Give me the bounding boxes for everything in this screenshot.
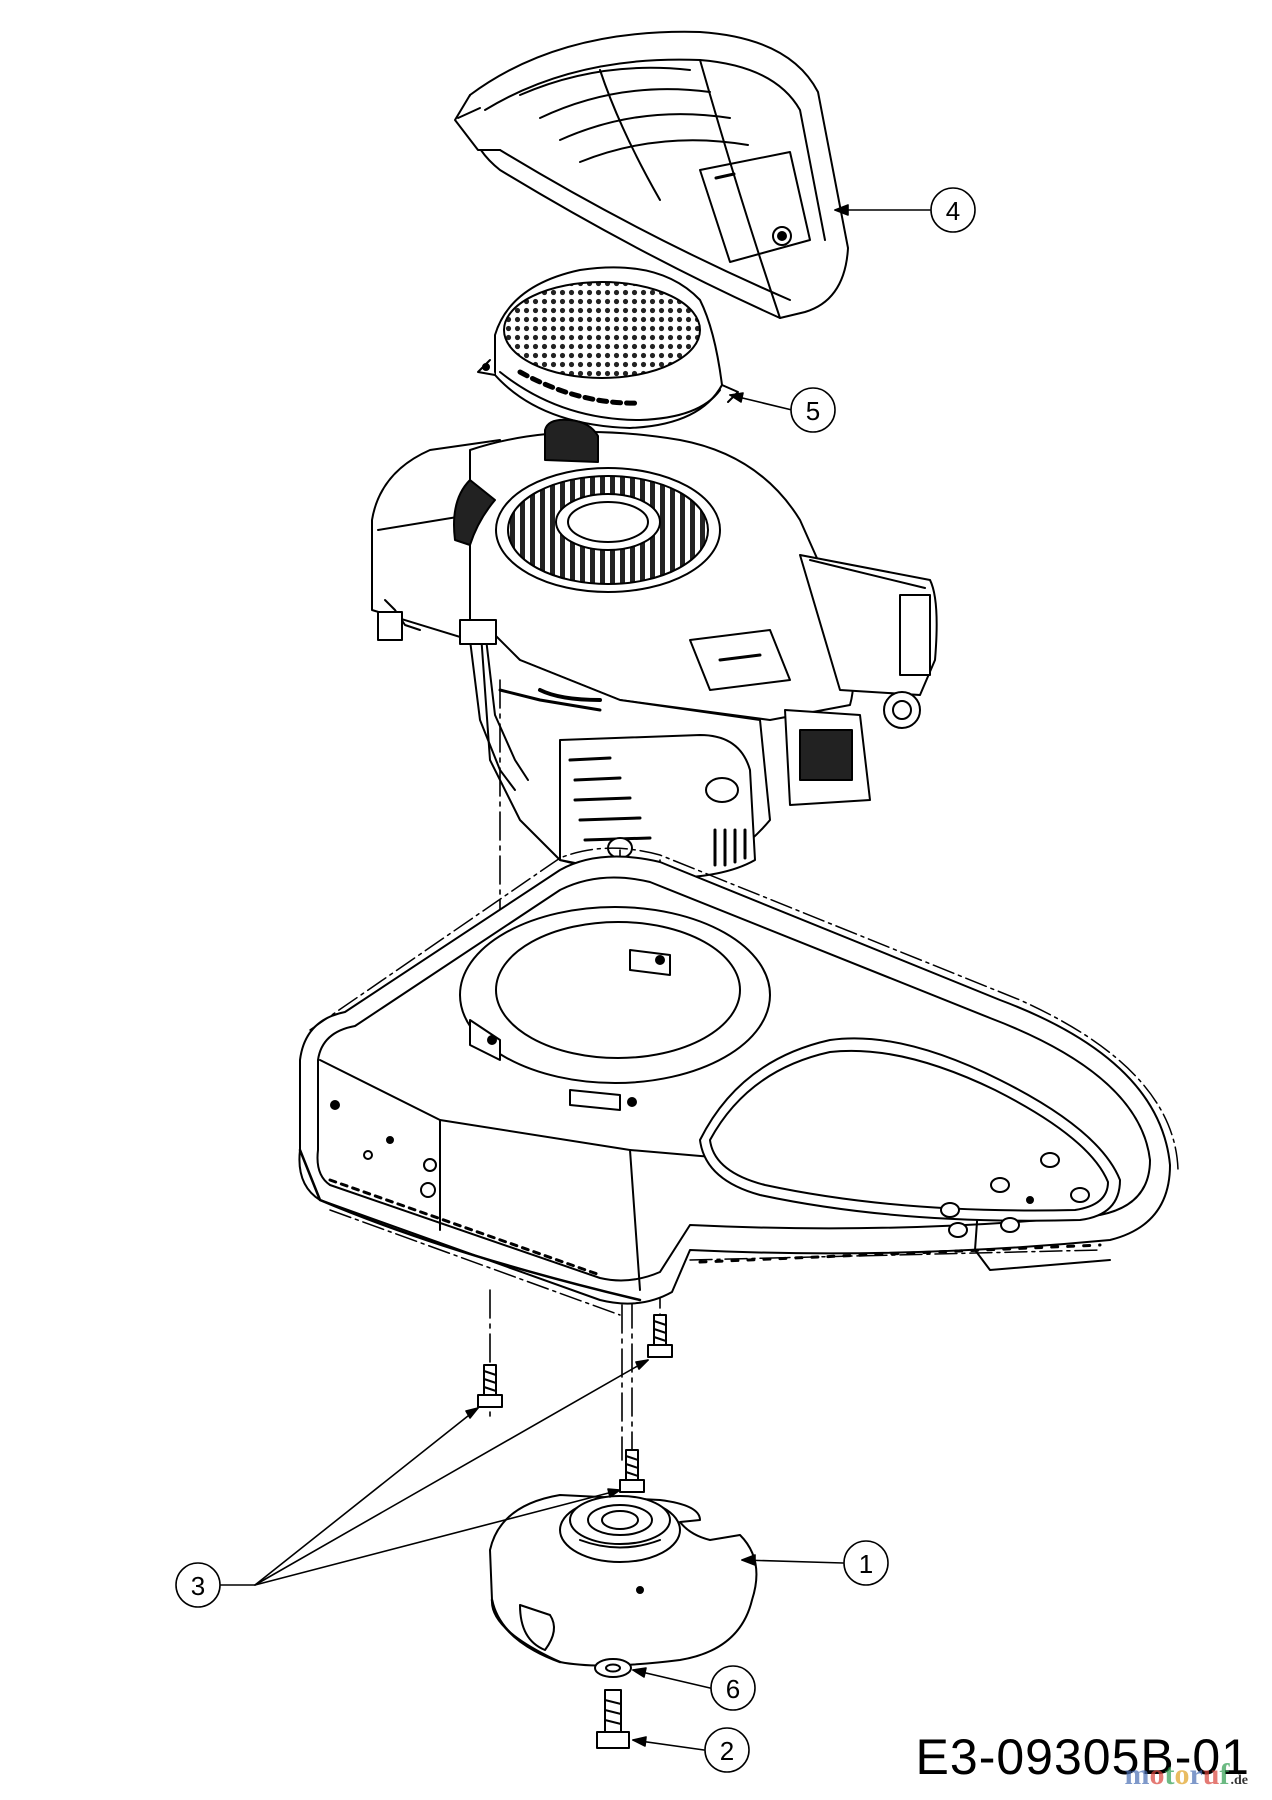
engine-top-cover-part bbox=[454, 30, 849, 319]
washer-part bbox=[594, 1658, 632, 1678]
watermark-name: motoruf bbox=[1124, 1758, 1230, 1791]
callout-6-circle bbox=[710, 1665, 756, 1711]
callout-5-circle bbox=[790, 387, 836, 433]
callout-1-label: 1 bbox=[859, 1549, 873, 1579]
center-bolt-part bbox=[596, 1689, 630, 1749]
drawing-number: E3-09305B-01 bbox=[915, 1729, 1250, 1785]
callout-2-label: 2 bbox=[720, 1736, 734, 1766]
blade-adapter-plate-part bbox=[489, 1494, 758, 1667]
callout-leader-lines bbox=[219, 204, 931, 1751]
watermark-tld: .de bbox=[1230, 1773, 1249, 1788]
callout-3-label: 3 bbox=[191, 1571, 205, 1601]
callout-4-label: 4 bbox=[946, 196, 960, 226]
callout-5-label: 5 bbox=[806, 396, 820, 426]
recoil-starter-screen-part bbox=[477, 266, 739, 429]
callout-1-circle bbox=[843, 1540, 889, 1586]
callout-6-label: 6 bbox=[726, 1674, 740, 1704]
watermark-logo: motoruf.de bbox=[1124, 1758, 1248, 1792]
callout-labels: 4 5 1 6 2 3 bbox=[191, 196, 960, 1766]
callout-circles bbox=[175, 187, 976, 1773]
callout-3-circle bbox=[175, 1562, 221, 1608]
engine-unit bbox=[371, 418, 938, 881]
mounting-bolts-part bbox=[477, 1314, 673, 1493]
callout-4-circle bbox=[930, 187, 976, 233]
callout-2-circle bbox=[704, 1727, 750, 1773]
mower-deck-part bbox=[298, 847, 1179, 1316]
